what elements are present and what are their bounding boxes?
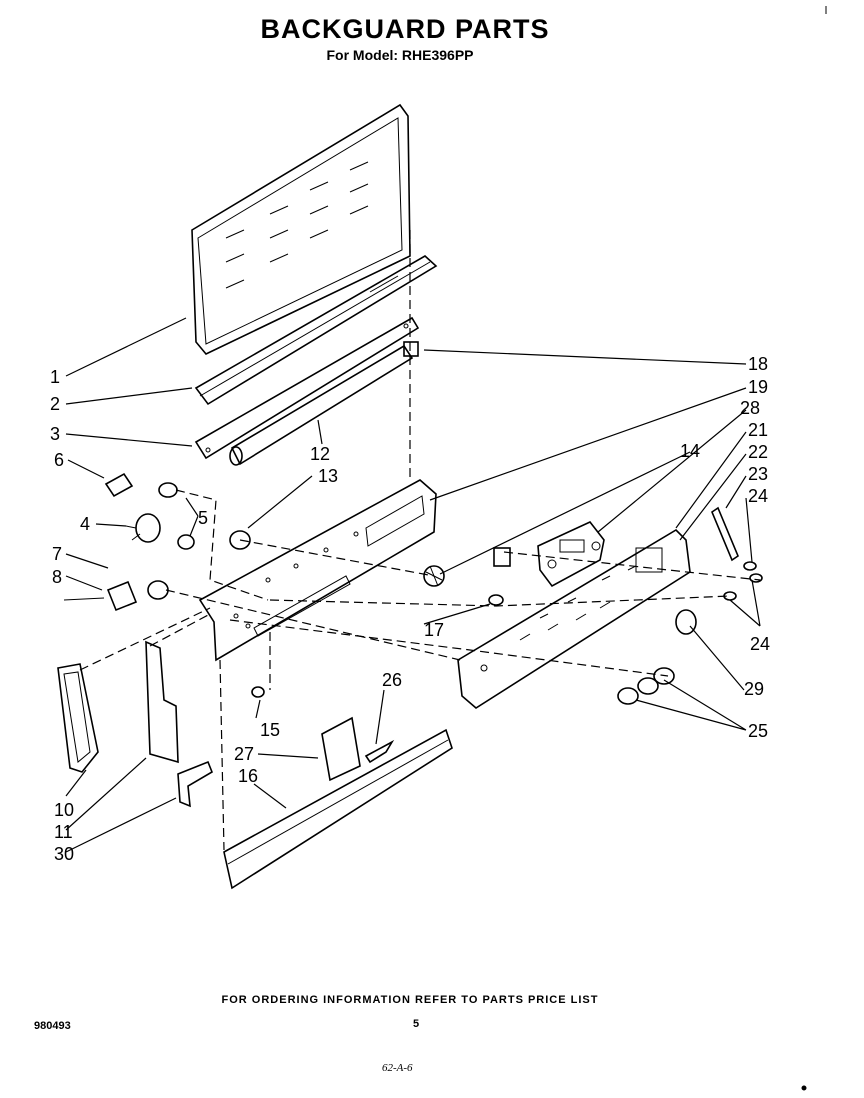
callout-21: 21 — [748, 420, 768, 440]
callout-3: 3 — [50, 424, 60, 444]
document-number: 980493 — [34, 1020, 71, 1032]
trim-rod — [711, 506, 739, 562]
ordering-note: FOR ORDERING INFORMATION REFER TO PARTS … — [221, 994, 599, 1006]
callout-18: 18 — [748, 354, 768, 374]
callout-13: 13 — [318, 466, 338, 486]
callout-10: 10 — [54, 800, 74, 820]
callout-leader-lines — [65, 317, 761, 853]
fluorescent-tube — [229, 344, 414, 466]
callout-12: 12 — [310, 444, 330, 464]
reference-code: 62-A-6 — [382, 1062, 413, 1074]
callout-8: 8 — [52, 567, 62, 587]
callout-16: 16 — [238, 766, 258, 786]
page-number: 5 — [413, 1018, 420, 1030]
callout-23: 23 — [748, 464, 768, 484]
trim-strip — [194, 255, 438, 406]
lower-trim-assembly — [223, 716, 453, 890]
clock-module — [493, 521, 605, 588]
callout-7: 7 — [52, 544, 62, 564]
callout-19: 19 — [748, 377, 768, 397]
end-cap-trim — [57, 663, 99, 773]
callout-2: 2 — [50, 394, 60, 414]
electrical-components — [63, 472, 504, 698]
callout-14: 14 — [680, 441, 700, 461]
mounting-bracket-strip — [194, 316, 420, 460]
callout-1: 1 — [50, 367, 60, 387]
callout-25: 25 — [748, 721, 768, 741]
callout-17: 17 — [424, 620, 444, 640]
callout-15: 15 — [260, 720, 280, 740]
callout-24-bottom: 24 — [750, 634, 770, 654]
model-subtitle: For Model: RHE396PP — [326, 47, 474, 63]
callout-6: 6 — [54, 450, 64, 470]
lamp-holder — [403, 341, 419, 357]
small-bracket — [177, 760, 213, 808]
callout-numbers: 1 2 3 6 4 5 7 8 12 13 18 19 28 21 14 22 … — [50, 354, 770, 864]
page-title: BACKGUARD PARTS — [260, 14, 550, 44]
callout-26: 26 — [382, 670, 402, 690]
callout-29: 29 — [744, 679, 764, 699]
callout-28: 28 — [740, 398, 760, 418]
assembly-guide-lines — [79, 230, 761, 851]
control-panel — [198, 479, 437, 662]
side-bracket — [145, 640, 179, 764]
callout-22: 22 — [748, 442, 768, 462]
control-knobs — [617, 609, 697, 705]
corner-dot — [801, 1085, 807, 1091]
top-glass-panel — [191, 103, 411, 355]
callout-27: 27 — [234, 744, 254, 764]
callout-11: 11 — [54, 822, 73, 842]
callout-4: 4 — [80, 514, 90, 534]
callout-30: 30 — [54, 844, 74, 864]
callout-24-top: 24 — [748, 486, 768, 506]
callout-5: 5 — [198, 508, 208, 528]
small-knobs — [723, 561, 763, 601]
